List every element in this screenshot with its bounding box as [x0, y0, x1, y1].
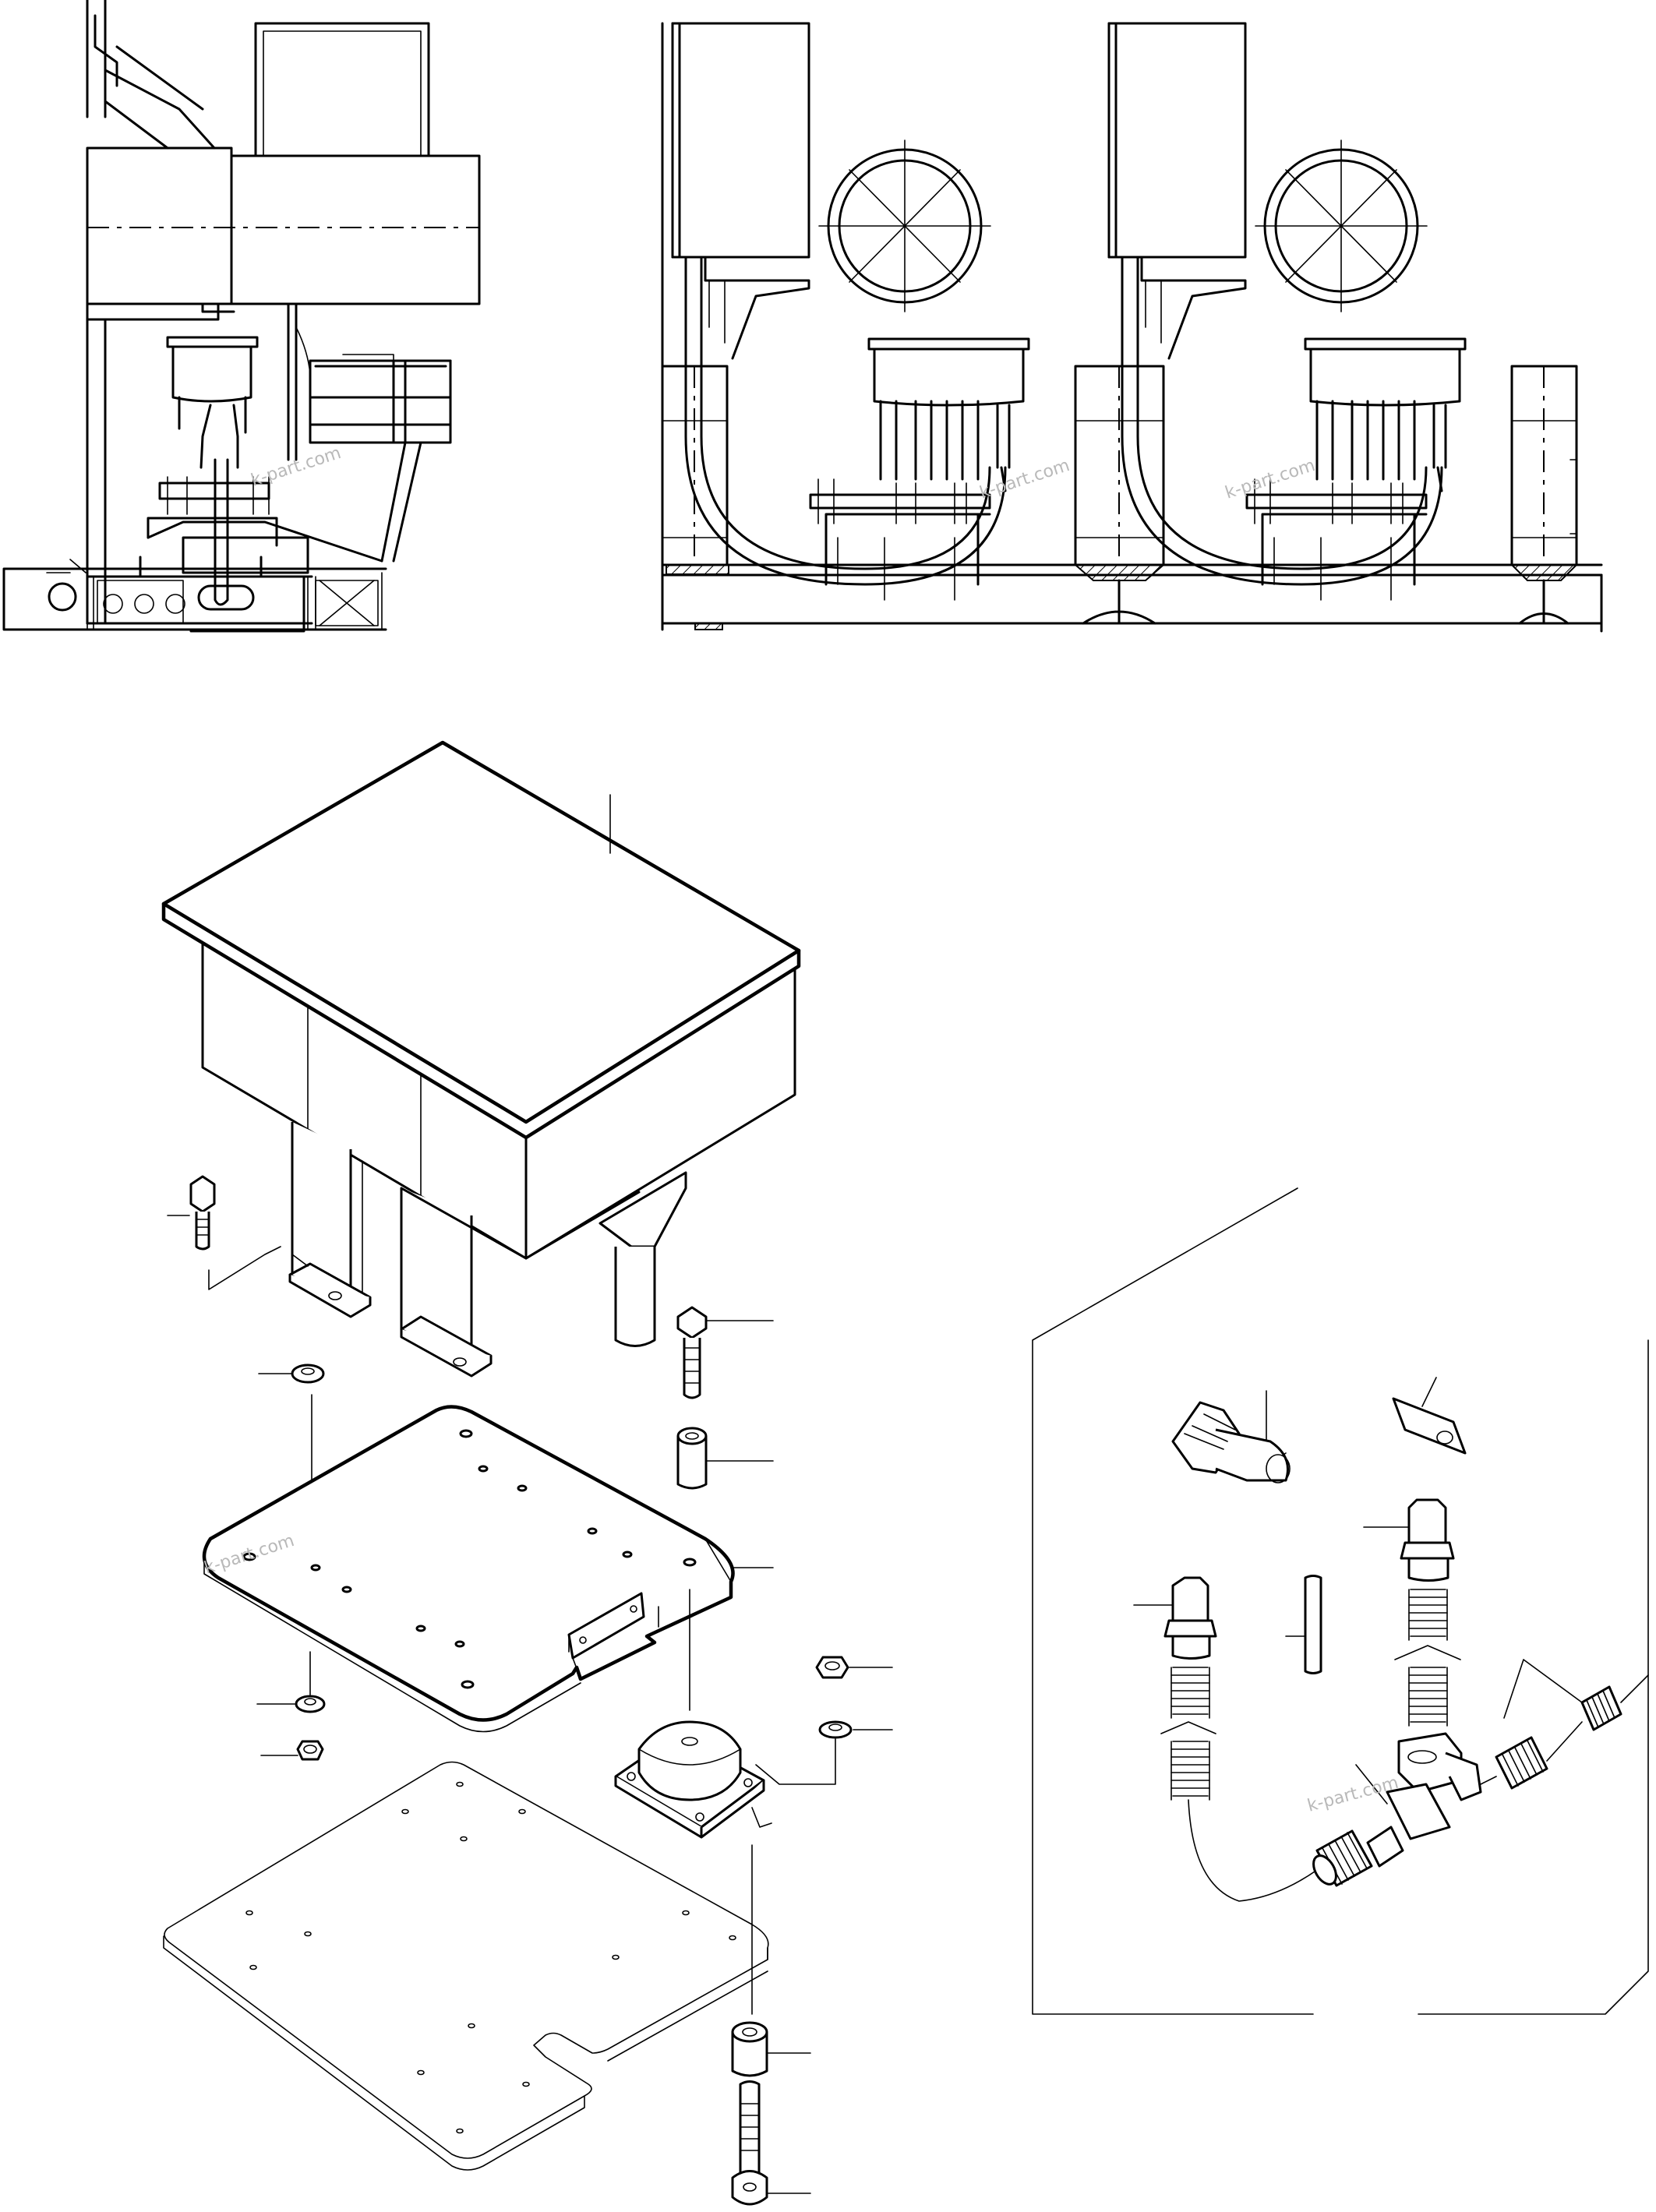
right-pillar: [1509, 365, 1603, 633]
plate-holes: [242, 1429, 697, 1689]
spring-left: [1160, 1667, 1216, 1801]
watermark: k-part.com: [977, 456, 1072, 503]
exploded-cabinet-assembly: k-part.com: [161, 740, 893, 2206]
watermark: k-part.com: [1305, 1773, 1400, 1816]
spring-right: [1394, 1589, 1461, 1727]
side-view-left: k-part.com: [2, 0, 481, 633]
front-view-unit-1: k-part.com: [661, 22, 1603, 631]
front-view-unit-2: k-part.com: [1073, 22, 1467, 625]
fitting-detail-box: k-part.com: [1032, 1187, 1649, 2015]
coupling-springs: [1312, 1685, 1622, 1887]
base-plate-holes: [245, 1781, 736, 2134]
